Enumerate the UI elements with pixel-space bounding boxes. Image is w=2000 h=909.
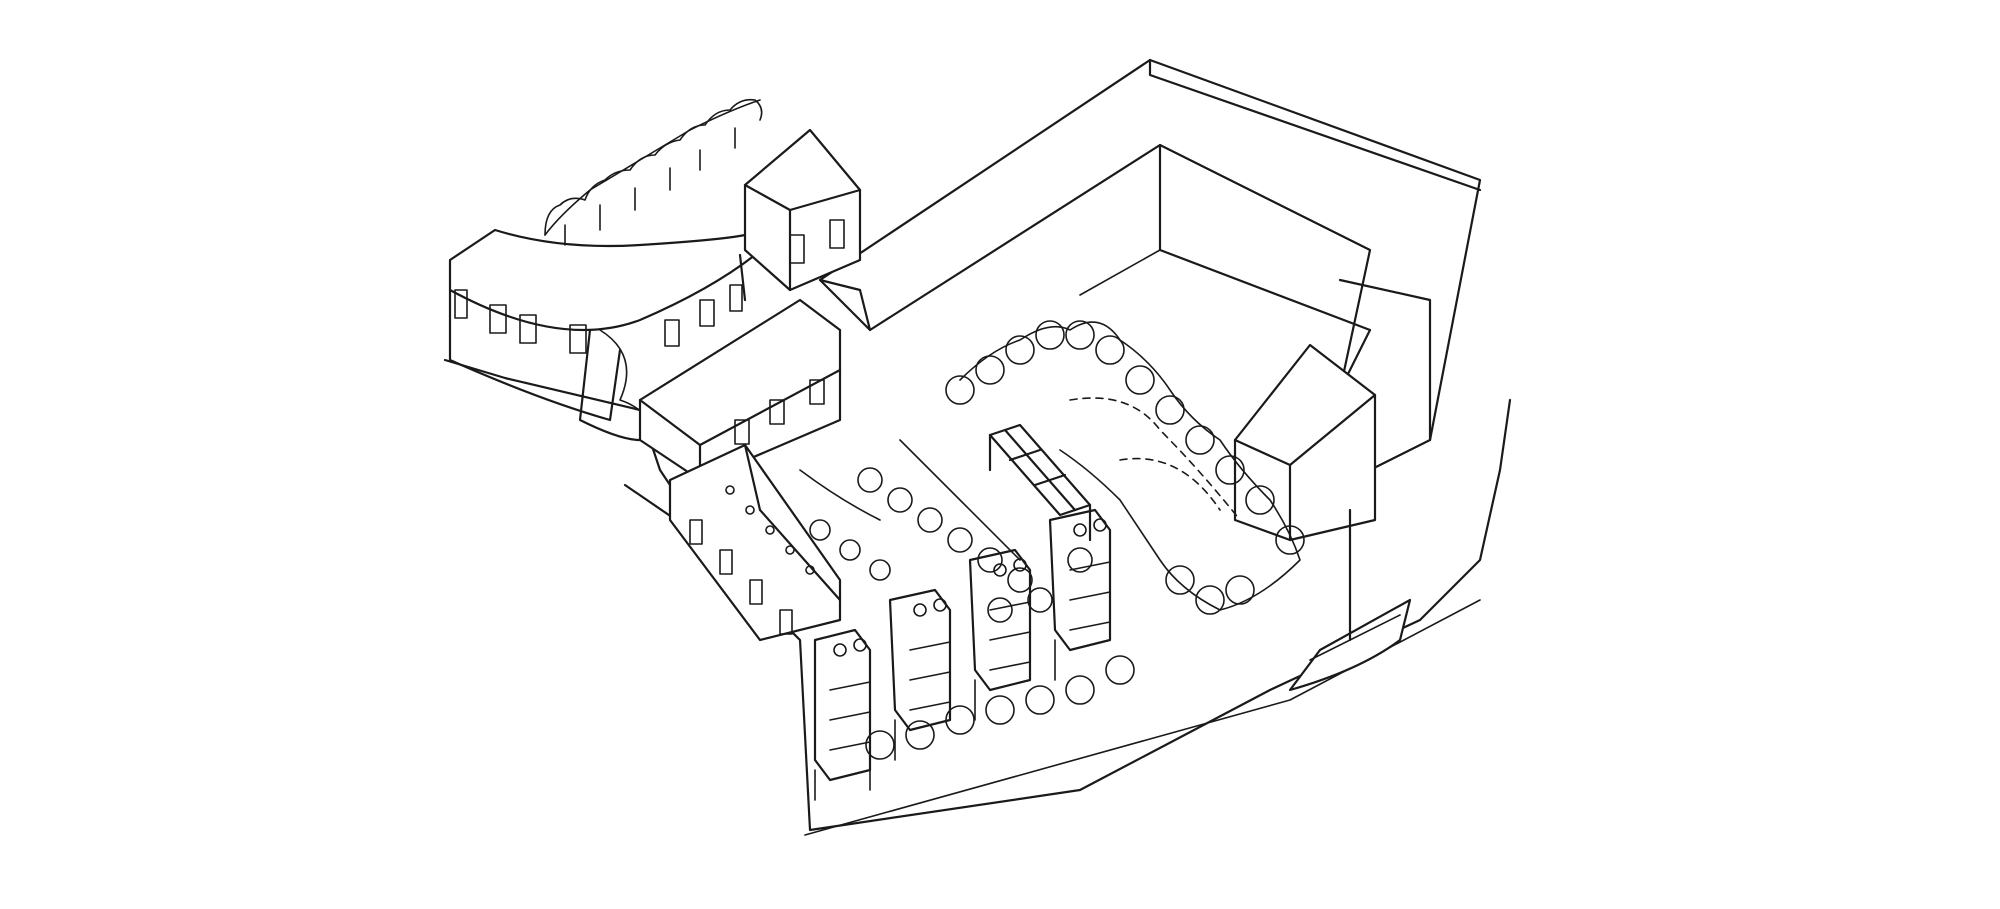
avenue-trees-north xyxy=(544,98,763,246)
courtyard-block-building xyxy=(818,58,1482,472)
curved-terrace-building xyxy=(448,228,757,442)
gabled-house-north xyxy=(743,128,862,292)
landscape-trees xyxy=(799,320,1305,760)
terrace-row-west xyxy=(638,298,842,642)
sailing-boat xyxy=(1288,508,1412,692)
tower-house-row xyxy=(813,508,1112,801)
pergola-structure xyxy=(988,423,1092,542)
